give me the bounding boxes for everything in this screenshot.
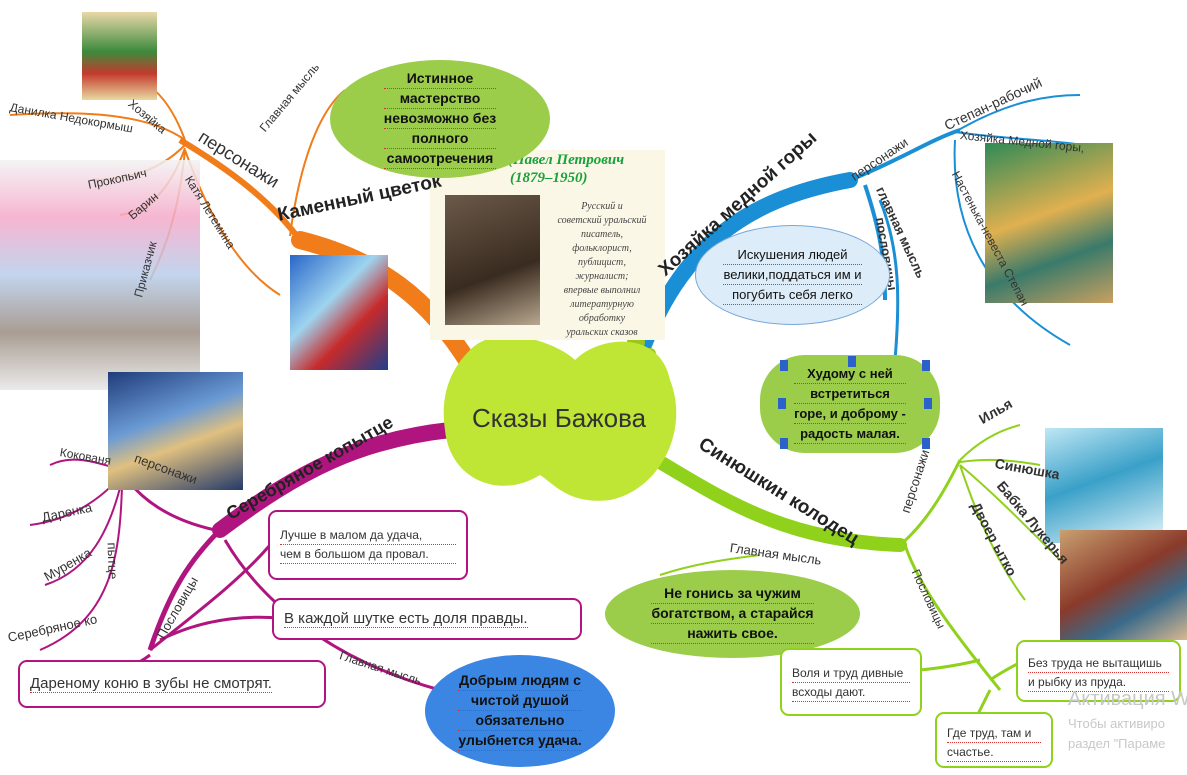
selection-handle[interactable]	[924, 398, 932, 409]
selection-handle[interactable]	[922, 438, 930, 449]
proverb-serebryanoe-2[interactable]: В каждой шутке есть доля правды.	[272, 598, 582, 640]
illustration-kamenny-cvetok	[290, 255, 388, 370]
illustration-sinyushka	[1045, 428, 1163, 543]
branch-line-kamenny	[291, 231, 479, 374]
proverb-serebryanoe-1[interactable]: Лучше в малом да удача,чем в большом да …	[268, 510, 468, 580]
selection-handle[interactable]	[922, 360, 930, 371]
illustration-serebryanoe	[108, 372, 243, 490]
portrait-image	[445, 195, 540, 325]
bio-years: (1879–1950)	[510, 170, 588, 186]
selection-handle[interactable]	[780, 360, 788, 371]
activation-watermark-line: Чтобы активиро	[1068, 716, 1166, 731]
illustration-khozyaika-kamenny	[82, 12, 157, 100]
character-serebryanoe-2: пытце	[104, 542, 121, 580]
selection-handle[interactable]	[848, 356, 856, 367]
illustration-khozyaika-mednoy	[985, 143, 1113, 303]
illustration-lukerya	[1060, 530, 1187, 640]
central-title[interactable]: Сказы Бажова	[472, 403, 647, 433]
central-node-shape	[443, 335, 677, 501]
proverb-serebryanoe-3[interactable]: Дареному коню в зубы не смотрят.	[18, 660, 326, 708]
selection-handle[interactable]	[780, 438, 788, 449]
branch-line-serebryanoe	[212, 422, 458, 538]
bio-name: (Павел Петрович	[508, 152, 625, 168]
activation-watermark-line: раздел "Параме	[1068, 736, 1166, 751]
illustration-characters-left	[0, 160, 200, 390]
activation-watermark-title: Активация W	[1068, 688, 1187, 710]
selection-handle[interactable]	[778, 398, 786, 409]
